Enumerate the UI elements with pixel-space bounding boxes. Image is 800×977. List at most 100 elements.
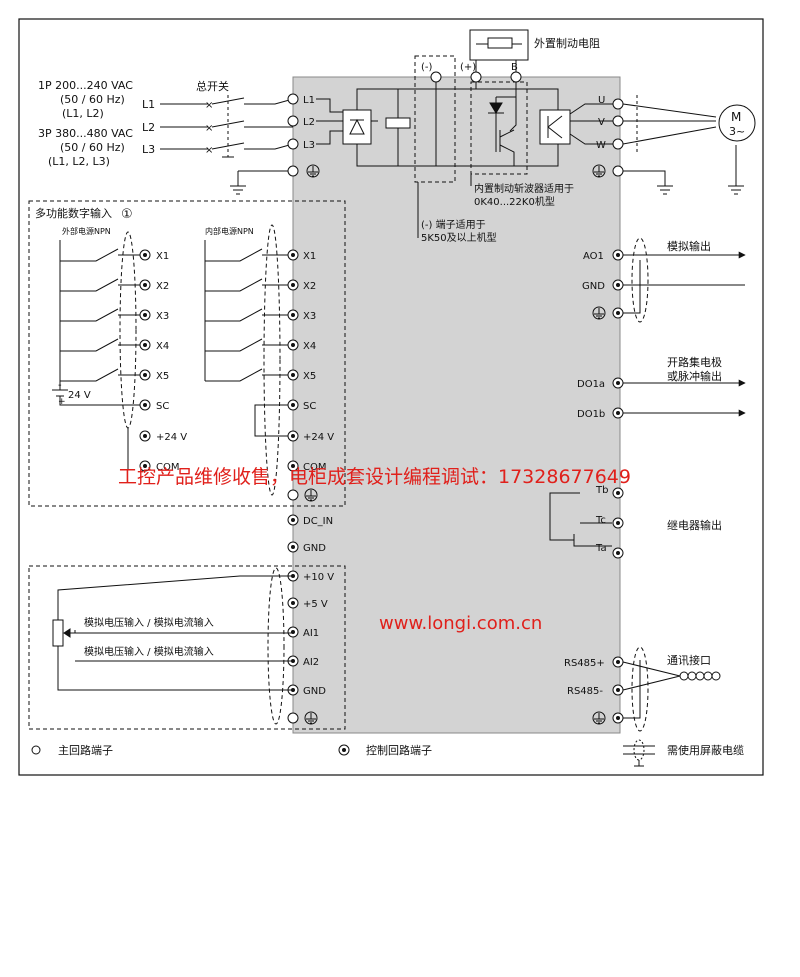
motor-wiring xyxy=(622,95,744,195)
supply-3p-lines: (L1, L2, L3) xyxy=(48,155,110,168)
drive-body xyxy=(292,76,621,734)
control-terminal-label: X5 xyxy=(303,371,316,382)
line-l1-label: L1 xyxy=(142,98,155,111)
external-brake-resistor: 外置制动电阻 xyxy=(469,29,600,72)
terminal-tc-label: Tc xyxy=(595,515,606,526)
terminal-l1-label: L1 xyxy=(303,95,315,106)
control-terminal-label: X4 xyxy=(303,341,316,352)
analog-output-label: 模拟输出 xyxy=(667,239,711,253)
shielded-cable-icon xyxy=(623,739,655,767)
control-terminal: GND xyxy=(287,541,326,554)
terminal-ta-label: Ta xyxy=(595,543,607,554)
external-input-label: X3 xyxy=(156,311,169,322)
legend: 主回路端子 控制回路端子 需使用屏蔽电缆 xyxy=(31,739,744,767)
external-input-terminal: SC xyxy=(139,399,169,412)
diagram-frame xyxy=(18,18,764,776)
supply-3p-freq: (50 / 60 Hz) xyxy=(60,141,125,154)
right-output-labels: 模拟输出 开路集电极 或脉冲输出 继电器输出 通讯接口 xyxy=(667,239,722,667)
supply-1p-label: 1P 200...240 VAC xyxy=(38,79,133,92)
control-terminal: X3 xyxy=(287,309,316,322)
terminal-w-label: W xyxy=(596,140,606,151)
control-terminal: GND xyxy=(287,684,326,697)
supply-1p-lines: (L1, L2) xyxy=(62,107,104,120)
dc-plus-label: (+) xyxy=(460,62,476,73)
control-terminal: DC_IN xyxy=(287,514,333,527)
external-input-label: X2 xyxy=(156,281,169,292)
control-terminal: X5 xyxy=(287,369,316,382)
service-watermark: 工控产品维修收售，电柜成套设计编程调试：17328677649 xyxy=(118,466,631,488)
internal-npn-inputs xyxy=(204,224,288,496)
control-terminal: COM xyxy=(287,460,326,473)
earth-terminal xyxy=(287,488,318,502)
digital-input-title: 多功能数字输入 xyxy=(35,206,112,220)
terminal-do1b-label: DO1b xyxy=(577,409,605,420)
control-terminal-label: +24 V xyxy=(303,432,334,443)
external-input-terminal: COM xyxy=(139,460,179,473)
motor-phase-label: 3~ xyxy=(729,125,745,138)
brake-chopper-note-2: 0K40...22K0机型 xyxy=(474,195,555,208)
line-l3-label: L3 xyxy=(142,143,155,156)
power-circuit xyxy=(316,77,618,167)
circuit-notes: 内置制动斩波器适用于 0K40...22K0机型 (-) 端子适用于 5K50及… xyxy=(417,174,574,244)
output-power-terminals: U V W xyxy=(592,95,624,178)
analog-input-wiring xyxy=(52,575,293,691)
legend-shielded-cable: 需使用屏蔽电缆 xyxy=(667,744,744,757)
comm-interface-label: 通讯接口 xyxy=(667,654,711,667)
control-terminal-label: +5 V xyxy=(303,599,328,610)
external-input-terminal: X2 xyxy=(139,279,169,292)
external-input-label: X4 xyxy=(156,341,169,352)
supply-3p-label: 3P 380...480 VAC xyxy=(38,127,133,140)
external-input-label: X5 xyxy=(156,371,169,382)
right-control-terminals: AO1 GND DO1a DO1b Tb Tc Ta RS485+ RS485- xyxy=(564,249,624,725)
control-terminal: AI1 xyxy=(287,626,319,639)
external-input-terminal: X4 xyxy=(139,339,169,352)
main-switch-label: 总开关 xyxy=(196,79,229,93)
brake-terminal-label: B xyxy=(511,62,518,73)
dc-minus-note-1: (-) 端子适用于 xyxy=(421,218,486,231)
internal-npn-label: 内部电源NPN xyxy=(205,226,254,236)
terminal-gnd-right-label: GND xyxy=(582,281,605,292)
ai2-label: 模拟电压输入 / 模拟电流输入 xyxy=(84,645,214,658)
control-terminal-label: GND xyxy=(303,543,326,554)
control-terminal-label: SC xyxy=(303,401,316,412)
terminal-do1a-label: DO1a xyxy=(577,379,605,390)
battery-voltage-label: 24 V xyxy=(68,390,91,401)
control-terminal-label: X1 xyxy=(303,251,316,262)
website-watermark: www.longi.com.cn xyxy=(379,613,542,634)
twisted-pair-cable xyxy=(679,671,721,681)
dc-minus-note-2: 5K50及以上机型 xyxy=(421,231,497,244)
terminal-tb-label: Tb xyxy=(595,485,608,496)
supply-x-marks: ××× xyxy=(205,100,213,156)
line-l2-label: L2 xyxy=(142,121,155,134)
legend-control-terminal: 控制回路端子 xyxy=(366,743,432,757)
control-terminal-label: AI2 xyxy=(303,657,319,668)
control-terminal: X2 xyxy=(287,279,316,292)
dc-minus-dashed-box xyxy=(414,55,456,183)
svg-text:×: × xyxy=(205,123,213,134)
terminal-u-label: U xyxy=(598,95,605,106)
external-input-terminal: X3 xyxy=(139,309,169,322)
external-input-terminal: X1 xyxy=(139,249,169,262)
input-power-terminals: L1 L2 L3 xyxy=(287,93,320,178)
dc-bus-terminals: (-) (+) B xyxy=(421,62,522,83)
earth-terminal xyxy=(287,711,318,725)
external-input-terminal: +24 V xyxy=(139,430,187,443)
control-terminal-label: X2 xyxy=(303,281,316,292)
control-terminal: SC xyxy=(287,399,316,412)
terminal-v-label: V xyxy=(598,117,605,128)
digital-input-box xyxy=(28,200,346,507)
battery-plus-label: + xyxy=(58,397,66,407)
external-input-label: SC xyxy=(156,401,169,412)
external-input-label: COM xyxy=(156,462,179,473)
motor-symbol: M 3~ xyxy=(718,104,756,142)
ai1-label: 模拟电压输入 / 模拟电流输入 xyxy=(84,616,214,629)
control-terminal-label: AI1 xyxy=(303,628,319,639)
external-input-label: +24 V xyxy=(156,432,187,443)
external-npn-label: 外部电源NPN xyxy=(62,226,111,236)
control-terminal-label: DC_IN xyxy=(303,516,333,527)
brake-chopper-box xyxy=(470,81,528,175)
external-resistor-label: 外置制动电阻 xyxy=(534,37,600,50)
control-terminal: X1 xyxy=(287,249,316,262)
dc-minus-label: (-) xyxy=(421,62,433,73)
